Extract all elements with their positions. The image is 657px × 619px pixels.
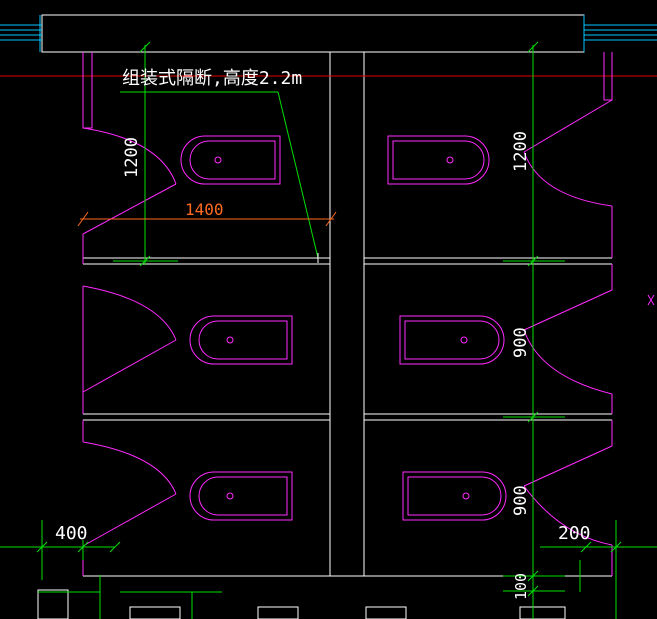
right-door-3-leaf	[523, 445, 613, 487]
toilet-left-3	[189, 471, 293, 521]
bottom-fixture-3	[365, 606, 407, 619]
toilet-right-1	[387, 135, 490, 185]
bottom-left-column	[37, 589, 69, 619]
right-door-3-swing	[523, 485, 613, 546]
toilet-fixtures	[180, 135, 655, 521]
right-door-2-swing	[523, 329, 613, 395]
left-door-3-leaf	[82, 493, 177, 547]
left-door-2-swing	[82, 285, 177, 341]
dimension-lines	[0, 41, 657, 619]
top-wall	[41, 14, 585, 53]
bottom-fixture-4	[519, 606, 566, 619]
offscreen-mark	[647, 294, 655, 306]
left-wall-segment-1	[82, 52, 93, 129]
left-door-3-swing	[82, 441, 177, 495]
partition-annotation: 组装式隔断,高度2.2m	[122, 68, 302, 89]
right-door-1-leaf	[523, 99, 613, 153]
dim-label-left-1200: 1200	[122, 137, 142, 178]
bottom-fixture-1	[129, 606, 181, 619]
left-door-1-leaf	[82, 183, 177, 235]
annotation-leader	[277, 91, 319, 259]
bottom-fixture-2	[257, 606, 299, 619]
stall-doors	[82, 52, 613, 576]
toilet-left-1	[180, 135, 281, 185]
dim-label-200: 200	[558, 523, 591, 544]
dim-label-right-900-a: 900	[511, 327, 531, 358]
dim-1400	[77, 211, 337, 227]
toilet-right-2	[399, 315, 505, 365]
partition-walls	[37, 14, 612, 619]
dim-label-400: 400	[55, 523, 88, 544]
toilet-right-3	[402, 471, 507, 521]
dim-label-100: 100	[512, 573, 530, 600]
dim-label-right-900-b: 900	[511, 485, 531, 516]
center-partition	[329, 51, 365, 577]
windows	[0, 15, 657, 52]
dim-label-right-1200: 1200	[511, 131, 531, 172]
cursor-crosshair	[313, 253, 323, 263]
dim-label-1400: 1400	[185, 200, 224, 219]
right-door-2-leaf	[523, 289, 613, 331]
right-wall-segment-1	[603, 52, 613, 101]
left-door-2-leaf	[82, 339, 177, 393]
toilet-left-2	[189, 315, 293, 365]
right-door-1-swing	[523, 151, 613, 207]
